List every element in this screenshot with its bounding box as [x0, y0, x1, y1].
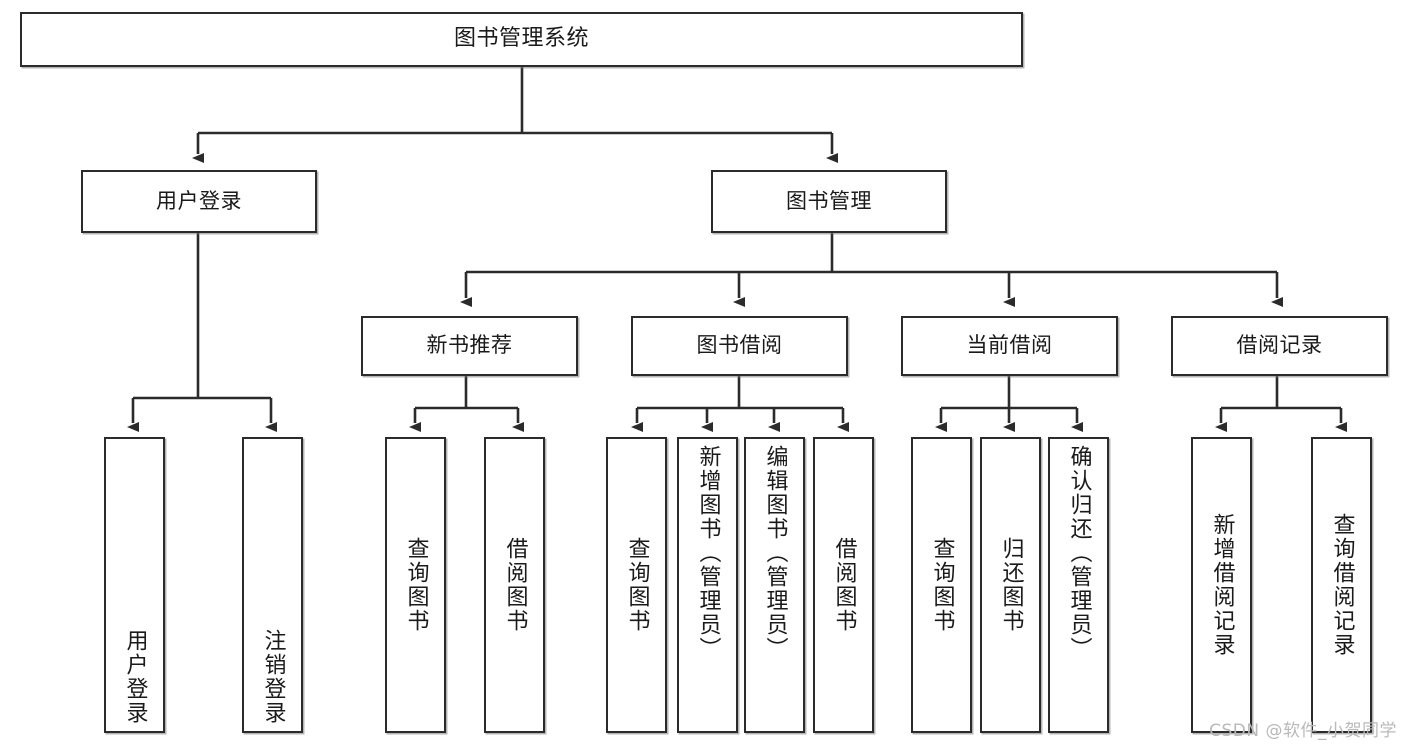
- node-leaf-edit-book[interactable]: 编辑图书（管理员）: [744, 437, 805, 733]
- node-leaf-user-login-label: 用户登录: [122, 629, 148, 725]
- node-leaf-logout-login-label: 注销登录: [260, 629, 286, 725]
- node-new-book-recommend[interactable]: 新书推荐: [361, 316, 578, 376]
- node-leaf-logout-login[interactable]: 注销登录: [242, 437, 303, 733]
- node-root[interactable]: 图书管理系统: [20, 12, 1023, 67]
- node-leaf-query-record[interactable]: 查询借阅记录: [1311, 437, 1372, 733]
- node-user-login-label: 用户登录: [156, 188, 242, 213]
- node-leaf-user-login[interactable]: 用户登录: [104, 437, 165, 733]
- node-leaf-add-record-label: 新增借阅记录: [1209, 513, 1235, 657]
- node-book-borrow-label: 图书借阅: [696, 333, 783, 358]
- node-leaf-return-book[interactable]: 归还图书: [980, 437, 1041, 733]
- node-leaf-confirm-return-label: 确认归还（管理员）: [1066, 445, 1092, 661]
- node-leaf-edit-book-label: 编辑图书（管理员）: [762, 445, 788, 661]
- node-leaf-add-book-label: 新增图书（管理员）: [695, 445, 721, 661]
- node-new-book-recommend-label: 新书推荐: [426, 333, 513, 358]
- node-leaf-borrow-book-2[interactable]: 借阅图书: [813, 437, 874, 733]
- node-leaf-borrow-book-1[interactable]: 借阅图书: [484, 437, 545, 733]
- node-leaf-confirm-return[interactable]: 确认归还（管理员）: [1048, 437, 1109, 733]
- node-leaf-add-record[interactable]: 新增借阅记录: [1191, 437, 1252, 733]
- node-borrow-record-label: 借阅记录: [1236, 333, 1323, 358]
- node-book-management[interactable]: 图书管理: [711, 170, 947, 233]
- node-user-login[interactable]: 用户登录: [81, 170, 317, 233]
- node-root-label: 图书管理系统: [453, 26, 589, 52]
- node-current-borrow[interactable]: 当前借阅: [901, 316, 1118, 376]
- node-book-borrow[interactable]: 图书借阅: [631, 316, 848, 376]
- node-current-borrow-label: 当前借阅: [966, 333, 1053, 358]
- node-leaf-borrow-book-1-label: 借阅图书: [502, 537, 528, 633]
- node-book-management-label: 图书管理: [786, 188, 872, 213]
- node-leaf-query-book-2-label: 查询图书: [624, 537, 650, 633]
- node-borrow-record[interactable]: 借阅记录: [1171, 316, 1388, 376]
- node-leaf-query-book-1[interactable]: 查询图书: [385, 437, 446, 733]
- node-leaf-query-book-3[interactable]: 查询图书: [911, 437, 972, 733]
- node-leaf-query-book-1-label: 查询图书: [403, 537, 429, 633]
- node-leaf-add-book[interactable]: 新增图书（管理员）: [677, 437, 738, 733]
- node-leaf-query-record-label: 查询借阅记录: [1329, 513, 1355, 657]
- watermark-credit: CSDN @软件_小贺同学: [1209, 721, 1397, 741]
- node-leaf-query-book-2[interactable]: 查询图书: [606, 437, 667, 733]
- node-leaf-return-book-label: 归还图书: [998, 537, 1024, 633]
- node-leaf-borrow-book-2-label: 借阅图书: [831, 537, 857, 633]
- node-leaf-query-book-3-label: 查询图书: [929, 537, 955, 633]
